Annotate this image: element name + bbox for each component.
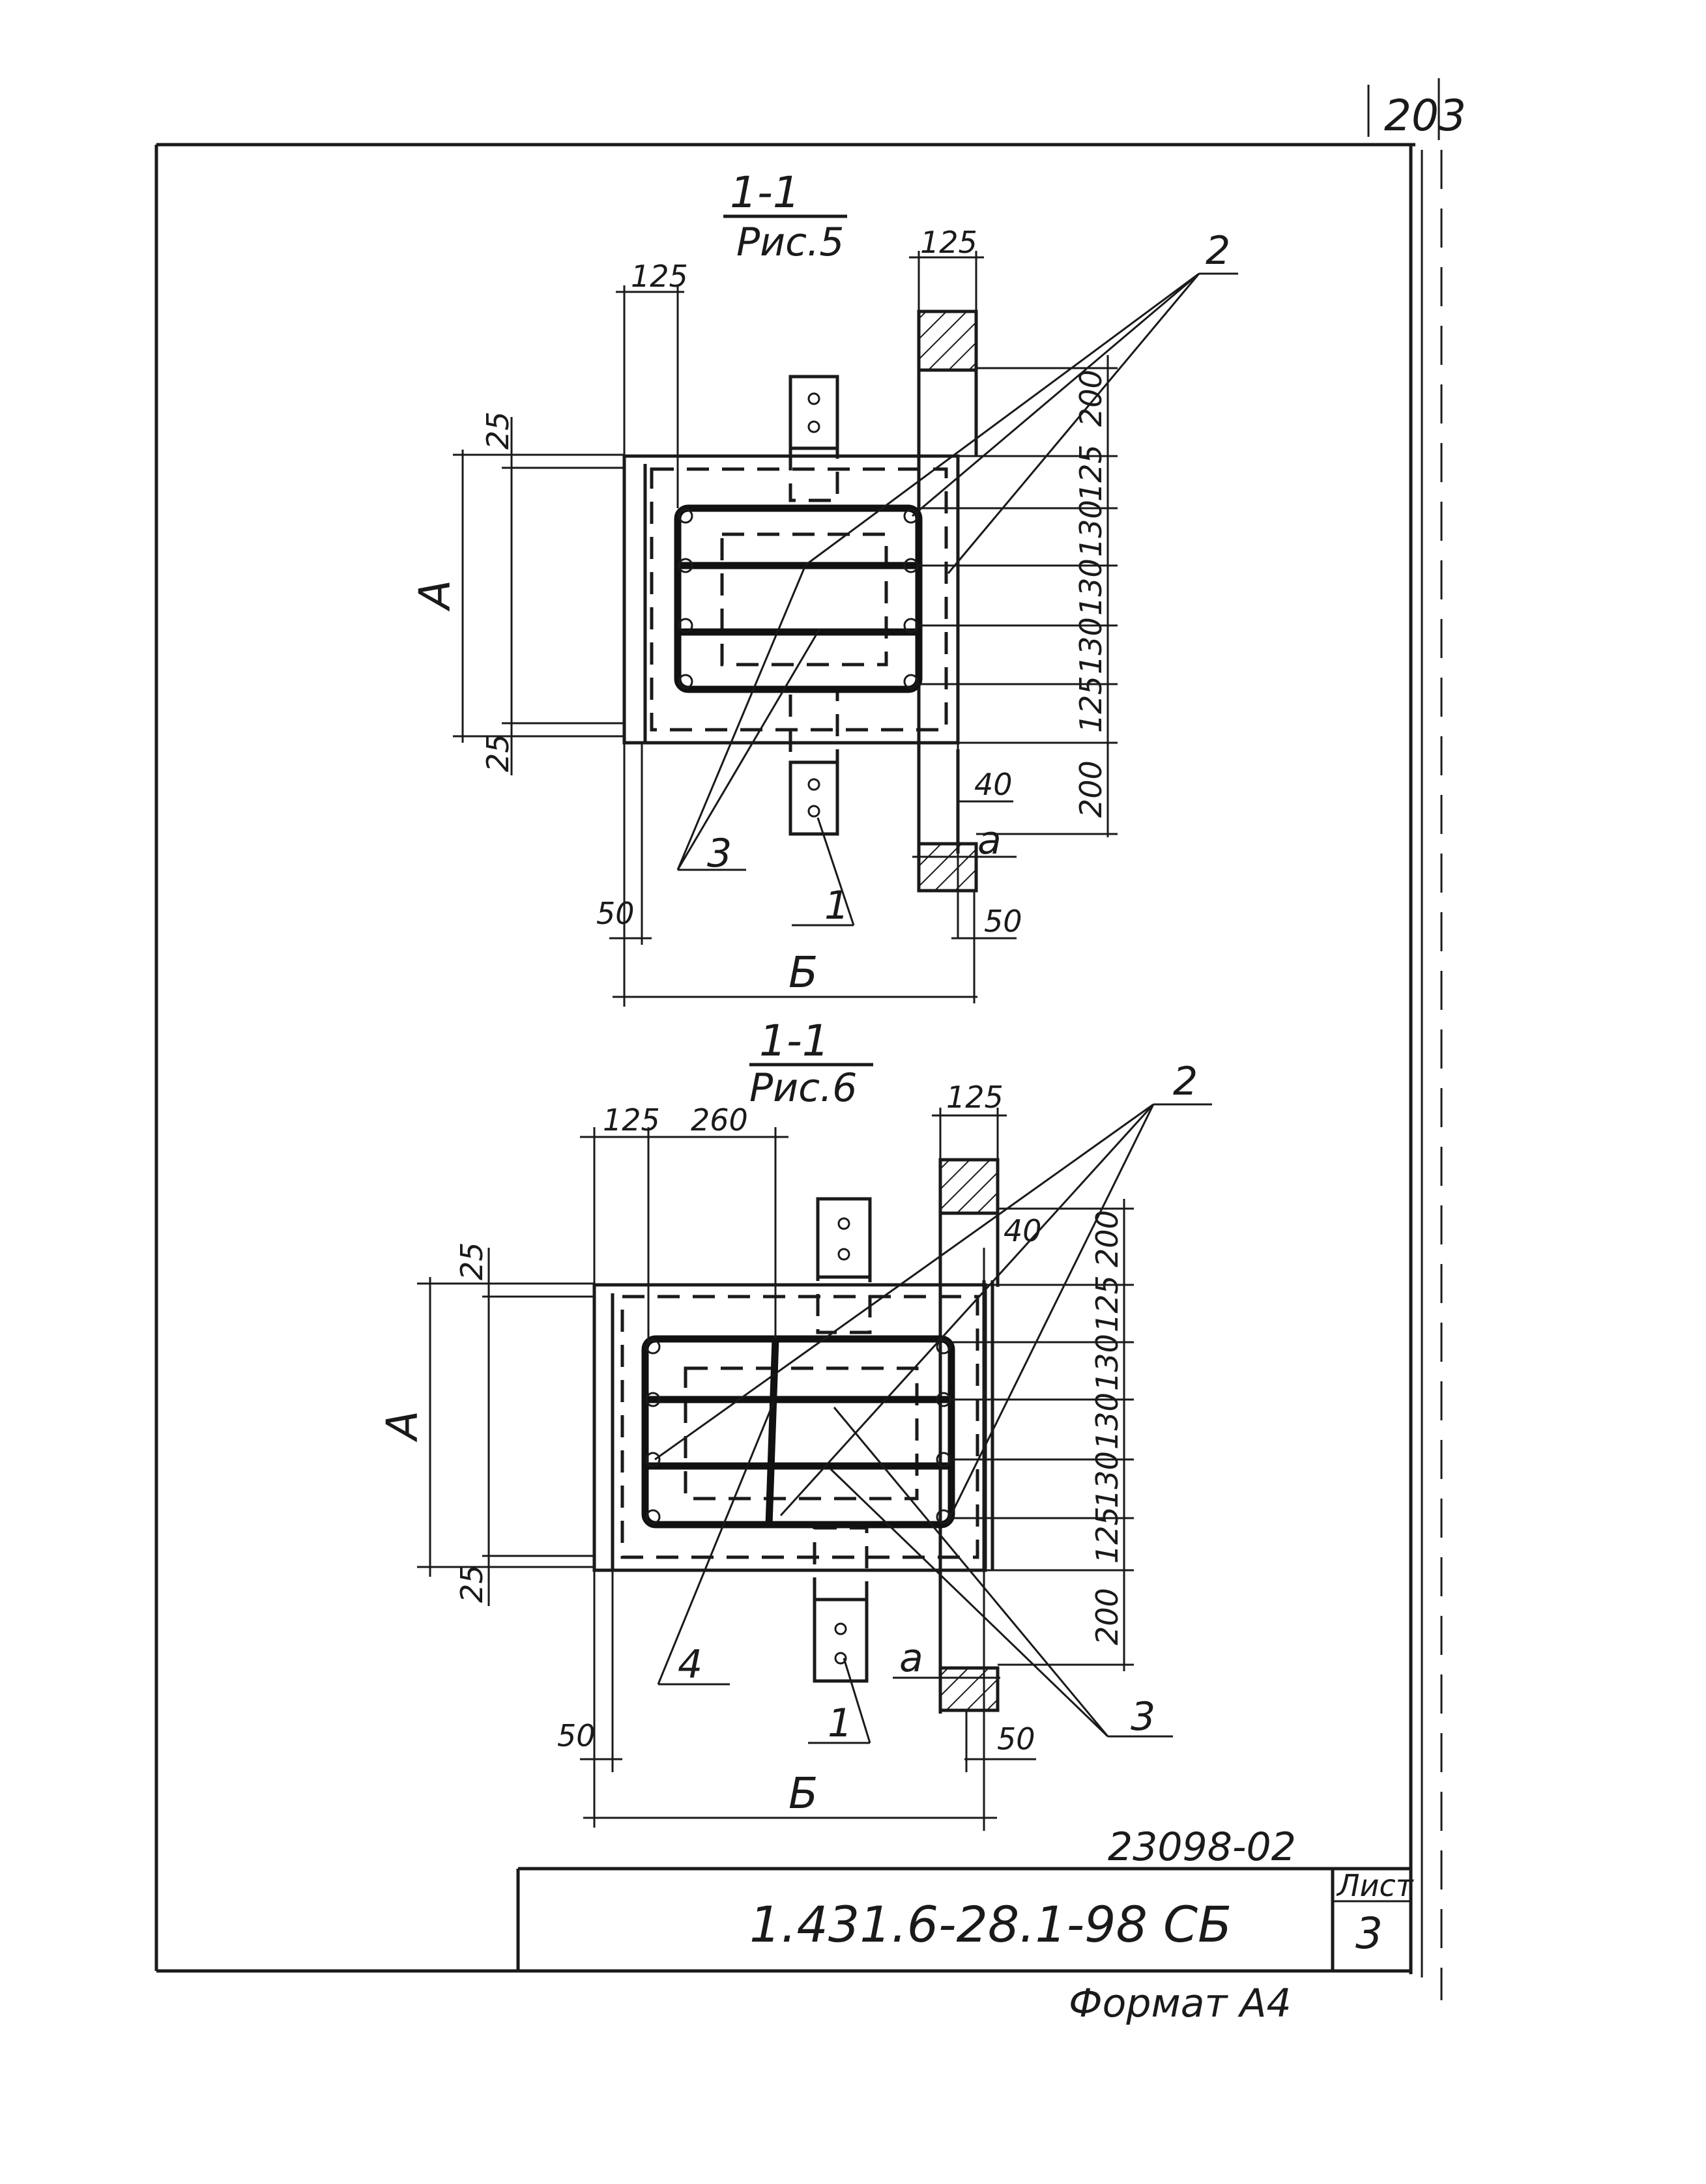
fig1-chain-4: 130 [1073,617,1108,674]
fig1-dim-50-left: 50 [596,896,635,931]
fig2-plate-top [816,1197,872,1279]
fig1-dim-top-right: 125 [920,225,977,260]
fig2-dim-A: А [377,1411,427,1443]
fig2-callout-3: 3 [1131,1694,1155,1740]
fig2-chain-5: 125 [1090,1506,1125,1564]
fig1-chain-3: 130 [1073,558,1108,616]
fig2-dim-top-left: 125 [603,1102,660,1138]
fig2-dim-50-left: 50 [557,1718,596,1753]
fig1-dashed-inner [720,532,888,667]
fig1-dim-40: 40 [974,767,1013,802]
figure-1: 1-1 Рис.5 1 [410,167,1238,1007]
inventory-number: 23098-02 [1108,1824,1296,1870]
fig2-dim-50-right: 50 [997,1721,1035,1757]
fig1-dim-top-left: 125 [631,259,688,294]
fig1-plate-top [788,375,839,450]
sheet-frame [154,143,1443,2000]
fig1-callout-3: 3 [707,831,732,876]
fig1-dim-a: а [977,818,1002,863]
page-number: 203 [1384,91,1466,141]
fig2-dim-gap-top: 25 [454,1242,489,1280]
fig1-chain-1: 125 [1073,444,1108,502]
fig2-reinforcement-cage [641,1335,955,1529]
designation: 1.431.6-28.1-98 СБ [749,1895,1232,1953]
fig2-callout-4: 4 [678,1642,702,1688]
fig1-dim-gap-bottom: 25 [480,734,515,772]
sheet-number: 3 [1355,1908,1383,1959]
fig2-dim-B: Б [788,1768,818,1818]
fig1-callout-1: 1 [824,883,849,928]
fig1-dim-gap-top: 25 [480,411,515,450]
fig2-chain-2: 130 [1090,1334,1125,1391]
fig2-column-hatch-top [938,1158,1000,1215]
fig2-plate-bottom [813,1598,869,1683]
fig2-chain-6: 200 [1090,1588,1125,1645]
fig2-chain-3: 130 [1090,1392,1125,1450]
fig1-column-hatch-top [917,309,978,372]
fig2-dim-40: 40 [1004,1213,1042,1248]
fig1-figure-ref: Рис.5 [736,220,844,265]
fig2-chain-4: 130 [1090,1451,1125,1508]
fig1-callout-2: 2 [1206,228,1230,274]
fig1-dim-A: А [410,580,460,612]
fig2-callout-2: 2 [1173,1059,1198,1104]
title-stamp: 23098-02 Лист 3 1.431.6-28.1-98 СБ Форма… [516,1824,1414,2026]
fig2-dim-gap-bottom: 25 [454,1564,489,1603]
figure-2: 1-1 Рис.6 [377,1016,1212,1831]
fig2-chain-1: 125 [1090,1275,1125,1332]
fig2-section-label: 1-1 [759,1016,830,1066]
fig1-chain-2: 130 [1073,500,1108,557]
fig1-chain-5: 125 [1073,676,1108,733]
fig1-dim-B: Б [788,947,818,998]
fig1-column-hatch-bottom [917,842,978,893]
page-number-box: 203 [1367,78,1466,141]
fig2-figure-ref: Рис.6 [749,1065,857,1111]
sheet-label: Лист [1336,1868,1414,1903]
fig2-chain-0: 200 [1090,1210,1125,1267]
fig1-plate-bottom [788,760,839,836]
fig2-dashed-inner [684,1366,919,1501]
fig2-dim-top-right: 125 [946,1080,1004,1115]
fig2-column-hatch-bottom [938,1666,1000,1712]
fig1-dashed-contour [650,467,948,732]
fig1-section-label: 1-1 [730,167,800,218]
fig1-reinforcement-cage [674,504,923,693]
fig2-callout-1: 1 [828,1701,852,1746]
fig2-dim-top-mid: 260 [691,1102,748,1138]
fig2-dim-a: а [899,1635,923,1681]
fig1-chain-6: 200 [1073,760,1108,818]
format-note: Формат А4 [1069,1981,1292,2026]
fig1-dim-50-right: 50 [984,904,1022,939]
fig2-dashed-contour [620,1295,979,1559]
